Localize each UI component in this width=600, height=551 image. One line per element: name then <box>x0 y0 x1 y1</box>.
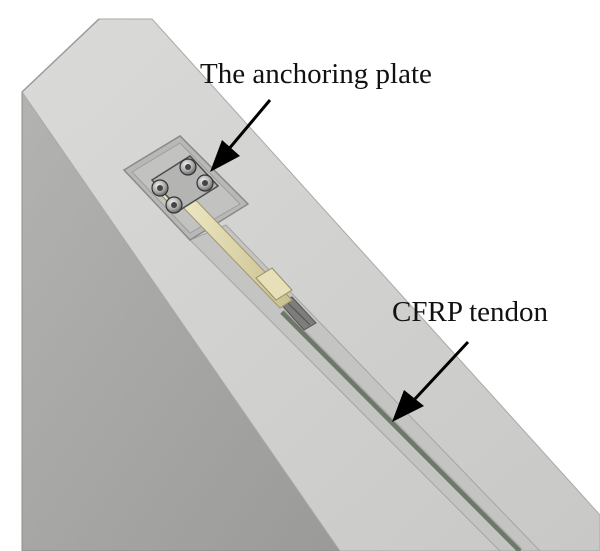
anchoring-plate-label: The anchoring plate <box>200 58 432 90</box>
plate-bolts <box>151 158 214 214</box>
cfrp-tendon-line <box>280 310 522 551</box>
beam-top-edge <box>21 18 100 93</box>
coupler-thread-3 <box>297 312 311 326</box>
arrow-anchoring-plate <box>210 99 272 172</box>
arrow-cfrp-tendon <box>392 340 470 422</box>
cfrp-tendon-highlight <box>283 309 523 550</box>
cfrp-tendon-label: CFRP tendon <box>392 296 549 328</box>
anchor-rod-sleeve <box>255 267 293 301</box>
